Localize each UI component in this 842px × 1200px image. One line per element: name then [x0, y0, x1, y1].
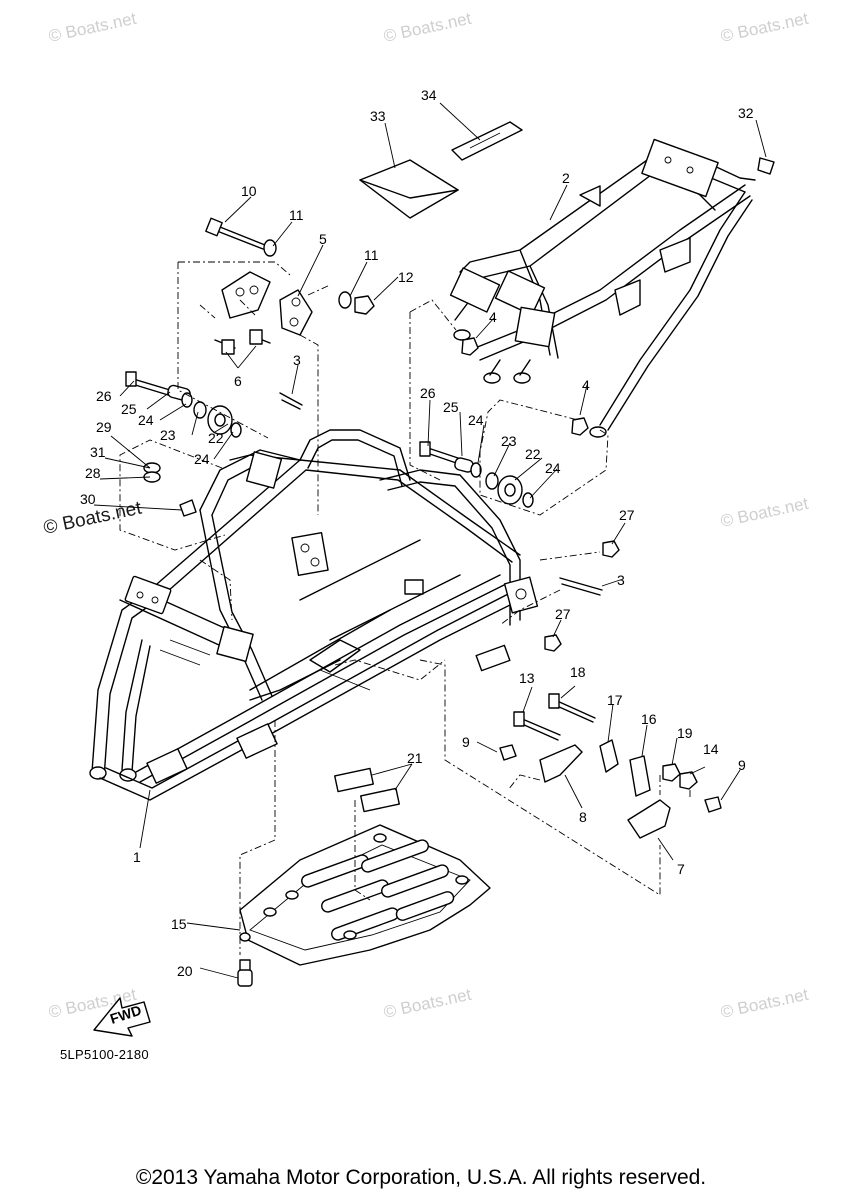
callout-29: 29	[96, 419, 112, 435]
watermark: © Boats.net	[382, 985, 473, 1022]
callout-16: 16	[641, 711, 657, 727]
small-parts-drawing	[125, 121, 775, 839]
watermark: © Boats.net	[382, 9, 473, 46]
watermark: © Boats.net	[719, 985, 810, 1022]
callout-24: 24	[138, 412, 154, 428]
callout-14: 14	[703, 741, 719, 757]
callout-9: 9	[738, 757, 746, 773]
watermark: © Boats.net	[719, 9, 810, 46]
callout-1: 1	[133, 849, 141, 865]
callout-22: 22	[525, 446, 541, 462]
callout-27: 27	[555, 606, 571, 622]
callout-18: 18	[570, 664, 586, 680]
fwd-arrow-icon: FWD	[93, 997, 151, 1037]
callout-12: 12	[398, 269, 414, 285]
callout-20: 20	[177, 963, 193, 979]
callout-25: 25	[443, 399, 459, 415]
callout-23: 23	[501, 433, 517, 449]
callout-3: 3	[293, 352, 301, 368]
callout-numbers: 1 2 3 3 4 4 5 6 7 8 9 9 10 11 11 12 13 1…	[80, 87, 754, 979]
main-frame-drawing	[89, 429, 539, 801]
leader-lines	[93, 102, 767, 979]
callout-13: 13	[519, 670, 535, 686]
callout-30: 30	[80, 491, 96, 507]
callout-8: 8	[579, 809, 587, 825]
callout-4: 4	[582, 377, 590, 393]
callout-26: 26	[96, 388, 112, 404]
callout-24: 24	[545, 460, 561, 476]
callout-9: 9	[462, 734, 470, 750]
callout-26: 26	[420, 385, 436, 401]
callout-24: 24	[194, 451, 210, 467]
callout-24: 24	[468, 412, 484, 428]
callout-17: 17	[607, 692, 623, 708]
callout-31: 31	[90, 444, 106, 460]
diagram-code: 5LP5100-2180	[60, 1047, 149, 1062]
grouping-lines	[119, 261, 691, 955]
callout-3: 3	[617, 572, 625, 588]
callout-23: 23	[160, 427, 176, 443]
callout-34: 34	[421, 87, 437, 103]
callout-4: 4	[489, 309, 497, 325]
callout-32: 32	[738, 105, 754, 121]
callout-2: 2	[562, 170, 570, 186]
callout-10: 10	[241, 183, 257, 199]
copyright-notice: ©2013 Yamaha Motor Corporation, U.S.A. A…	[135, 1166, 707, 1189]
watermark: © Boats.net	[47, 9, 138, 46]
callout-15: 15	[171, 916, 187, 932]
skid-plate-drawing	[237, 824, 491, 987]
callout-11: 11	[364, 247, 379, 263]
callout-11: 11	[289, 207, 304, 223]
watermark: © Boats.net	[719, 494, 810, 531]
callout-21: 21	[407, 750, 423, 766]
rear-frame-drawing	[449, 138, 756, 438]
callout-22: 22	[208, 430, 224, 446]
callout-25: 25	[121, 401, 137, 417]
callout-5: 5	[319, 231, 327, 247]
callout-27: 27	[619, 507, 635, 523]
callout-28: 28	[85, 465, 101, 481]
callout-6: 6	[234, 373, 242, 389]
callout-19: 19	[677, 725, 693, 741]
callout-7: 7	[677, 861, 685, 877]
callout-33: 33	[370, 108, 386, 124]
